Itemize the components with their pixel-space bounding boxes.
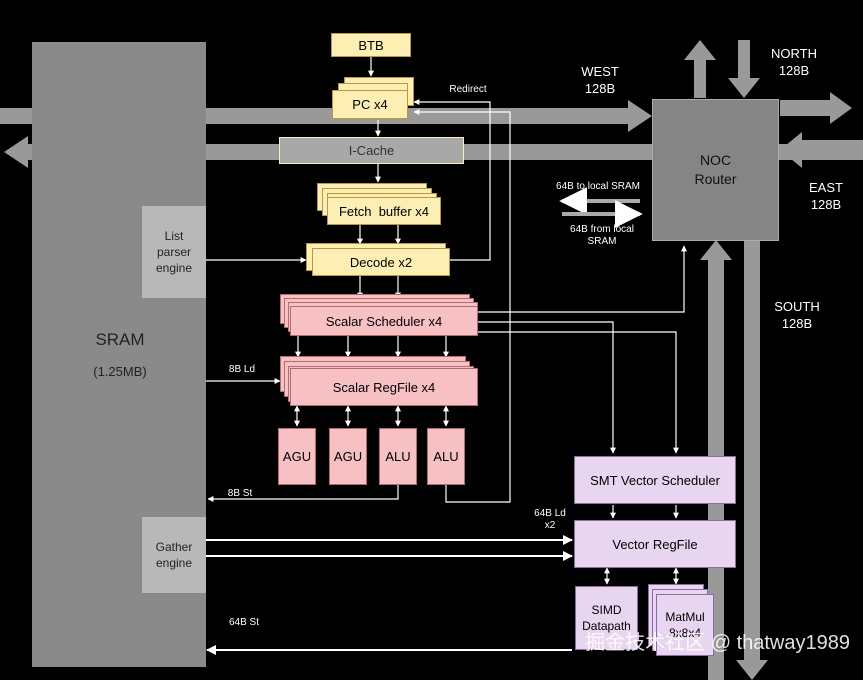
east-out-arrow xyxy=(780,92,852,124)
redirect-label: Redirect xyxy=(449,84,487,95)
ld8-label: 8B Ld xyxy=(228,364,256,375)
scalar-scheduler: Scalar Scheduler x4 xyxy=(290,306,478,336)
gather-engine: Gather engine xyxy=(142,517,206,593)
alu-1: ALU xyxy=(379,428,417,485)
pc-block: PC x4 xyxy=(332,90,408,119)
smt-vector-scheduler: SMT Vector Scheduler xyxy=(574,456,736,504)
list-parser-engine: List parser engine xyxy=(142,206,206,298)
decode-redirect xyxy=(413,99,491,261)
sram-size: (1.25MB) xyxy=(93,364,147,379)
south-label: SOUTH 128B xyxy=(774,299,820,331)
watermark: 掘金技术社区 @ thatway1989 xyxy=(585,632,850,654)
st8-arrow xyxy=(207,485,399,502)
st64-label: 64B St xyxy=(228,617,260,628)
north-out-arrow xyxy=(684,40,716,98)
ld64-label: 64B Ld x2 xyxy=(534,508,566,531)
icache-block: I-Cache xyxy=(279,137,464,164)
alu-redirect xyxy=(413,109,511,503)
north-label: NORTH 128B xyxy=(771,46,817,78)
sched-to-noc xyxy=(478,245,687,313)
vector-regfile: Vector RegFile xyxy=(574,520,736,568)
btb-block: BTB xyxy=(331,33,411,57)
agu-1: AGU xyxy=(278,428,316,485)
fetch-buffer: Fetch buffer x4 xyxy=(327,197,441,225)
alu-2: ALU xyxy=(427,428,465,485)
noc-router: NOC Router xyxy=(652,99,779,241)
to-local-sram-label: 64B to local SRAM xyxy=(556,181,640,192)
east-label: EAST 128B xyxy=(809,180,843,212)
west-label: WEST 128B xyxy=(581,64,619,96)
sram-title: SRAM xyxy=(95,330,145,349)
agu-2: AGU xyxy=(329,428,367,485)
from-local-sram-label: 64B from local SRAM xyxy=(570,224,634,247)
sched-to-vsched-1 xyxy=(478,321,616,454)
matmul-unit: MatMul 8x8x4 xyxy=(656,594,714,656)
east-in-arrow xyxy=(780,132,863,168)
sched-to-vsched-2 xyxy=(478,331,679,454)
south-out-arrow xyxy=(736,240,768,680)
simd-datapath: SIMD Datapath xyxy=(575,586,638,650)
north-in-arrow xyxy=(728,40,760,98)
decode-block: Decode x2 xyxy=(312,248,450,276)
noc-router-label: NOC Router xyxy=(694,152,737,187)
scalar-regfile: Scalar RegFile x4 xyxy=(290,368,478,406)
st8-label: 8B St xyxy=(227,488,253,499)
